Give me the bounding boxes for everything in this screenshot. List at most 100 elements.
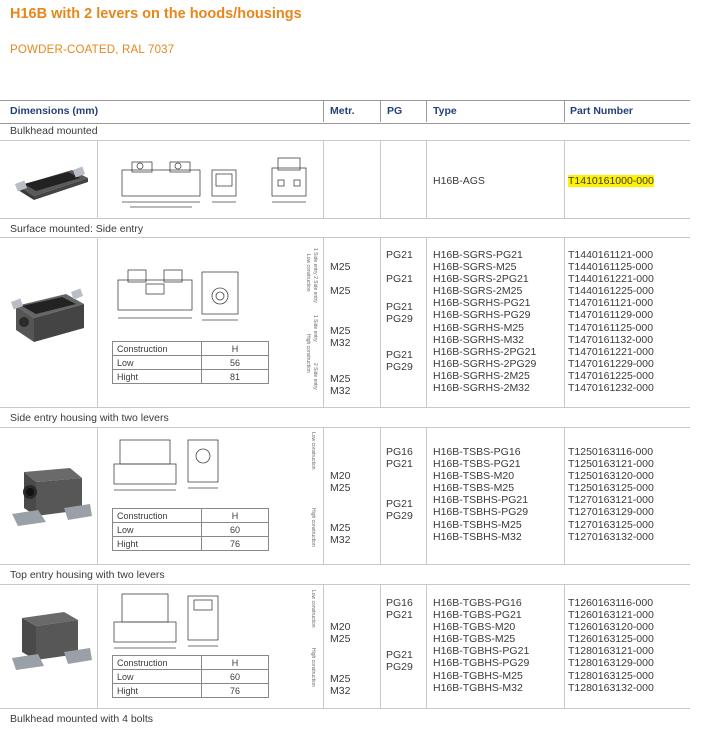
divider: [0, 237, 690, 238]
divider: [426, 584, 427, 708]
section-label-bulkhead-4-bolts: Bulkhead mounted with 4 bolts: [10, 713, 154, 725]
divider: [0, 708, 690, 709]
metr-value: M20 M25: [330, 470, 351, 495]
construction-header: Construction: [112, 508, 202, 523]
construction-value: 56: [201, 355, 269, 370]
pg-value: PG16 PG21: [386, 446, 413, 471]
header-part-number: Part Number: [570, 105, 634, 117]
header-pg: PG: [387, 105, 403, 117]
divider: [564, 427, 565, 564]
type-value: H16B-TGBS-PG16 H16B-TGBS-PG21 H16B-TGBS-…: [433, 597, 530, 694]
table-header: Dimensions (mm) Metr. PG Type Part Numbe…: [0, 100, 690, 124]
surface-mounted-dimension-drawing: [117, 269, 239, 321]
metr-value: M25 M32: [330, 325, 351, 350]
part-number-highlight: T1410161000-000: [568, 175, 654, 187]
divider: [426, 140, 427, 218]
construction-value: 60: [201, 669, 269, 684]
vertical-label: Low construction: [305, 254, 311, 292]
divider: [564, 237, 565, 407]
top-entry-dimension-drawing: [113, 593, 219, 649]
construction-header: Construction: [112, 341, 202, 356]
metr-value: M25 M32: [330, 522, 351, 547]
divider: [323, 427, 324, 564]
divider: [0, 218, 690, 219]
construction-value: 81: [201, 369, 269, 384]
metr-value: M25: [330, 261, 351, 273]
divider: [97, 427, 98, 564]
divider: [426, 100, 427, 122]
metr-value: M20 M25: [330, 621, 351, 646]
page-title: H16B with 2 levers on the hoods/housings: [10, 6, 302, 22]
divider: [0, 407, 690, 408]
construction-value: 76: [201, 683, 269, 698]
divider: [0, 564, 690, 565]
divider: [380, 100, 381, 122]
top-entry-housing-photo: [12, 612, 92, 670]
divider: [564, 140, 565, 218]
divider: [426, 237, 427, 407]
construction-h-header: H: [201, 655, 269, 670]
divider: [323, 100, 324, 122]
divider: [323, 584, 324, 708]
pg-value: PG21: [386, 249, 413, 261]
type-value: H16B-SGRS-PG21 H16B-SGRS-M25 H16B-SGRS-2…: [433, 249, 537, 395]
bulkhead-housing-photo: [14, 166, 88, 200]
pg-value: PG21 PG29: [386, 498, 413, 523]
divider: [97, 140, 98, 218]
metr-value: M25 M32: [330, 373, 351, 398]
divider: [0, 427, 690, 428]
divider: [323, 140, 324, 218]
divider: [323, 237, 324, 407]
vertical-label: High construction: [305, 334, 311, 373]
page-subtitle: POWDER-COATED, RAL 7037: [10, 44, 175, 56]
surface-mounted-housing-photo: [10, 288, 84, 342]
construction-value: 60: [201, 522, 269, 537]
divider: [564, 100, 565, 122]
pg-value: PG21: [386, 273, 413, 285]
vertical-label: Low construction: [310, 590, 316, 628]
section-label-bulkhead: Bulkhead mounted: [10, 125, 98, 137]
section-label-surface: Surface mounted: Side entry: [10, 223, 144, 235]
pg-value: PG21 PG29: [386, 301, 413, 326]
divider: [0, 584, 690, 585]
divider: [380, 427, 381, 564]
part-number-value: T1440161121-000 T1440161125-000 T1440161…: [568, 249, 654, 395]
part-number-value: T1250163116-000 T1250163121-000 T1250163…: [568, 446, 654, 543]
section-label-side-entry: Side entry housing with two levers: [10, 412, 169, 424]
vertical-label: Low construction: [310, 432, 316, 470]
section-label-top-entry: Top entry housing with two levers: [10, 569, 165, 581]
construction-label: Hight: [112, 536, 202, 551]
construction-h-header: H: [201, 508, 269, 523]
side-entry-dimension-drawing: [113, 439, 219, 491]
bulkhead-dimension-drawing: [121, 157, 307, 208]
construction-label: Hight: [112, 683, 202, 698]
vertical-label: High construction: [310, 648, 316, 687]
divider: [380, 584, 381, 708]
metr-value: M25 M32: [330, 673, 351, 698]
divider: [426, 427, 427, 564]
divider: [0, 140, 690, 141]
construction-label: Low: [112, 669, 202, 684]
construction-header: Construction: [112, 655, 202, 670]
divider: [97, 584, 98, 708]
type-value: H16B-TSBS-PG16 H16B-TSBS-PG21 H16B-TSBS-…: [433, 446, 529, 543]
part-number-value: T1410161000-000: [568, 175, 654, 187]
type-value: H16B-AGS: [433, 175, 485, 187]
pg-value: PG21 PG29: [386, 349, 413, 374]
divider: [97, 237, 98, 407]
header-dimensions: Dimensions (mm): [10, 105, 99, 117]
part-number-value: T1260163116-000 T1260163121-000 T1260163…: [568, 597, 654, 694]
construction-label: Low: [112, 355, 202, 370]
divider: [380, 237, 381, 407]
header-type: Type: [433, 105, 457, 117]
divider: [564, 584, 565, 708]
metr-value: M25: [330, 285, 351, 297]
header-metr: Metr.: [330, 105, 355, 117]
divider: [380, 140, 381, 218]
construction-value: 76: [201, 536, 269, 551]
construction-h-header: H: [201, 341, 269, 356]
vertical-label: 2 Side entry: [312, 363, 318, 390]
pg-value: PG21 PG29: [386, 649, 413, 674]
